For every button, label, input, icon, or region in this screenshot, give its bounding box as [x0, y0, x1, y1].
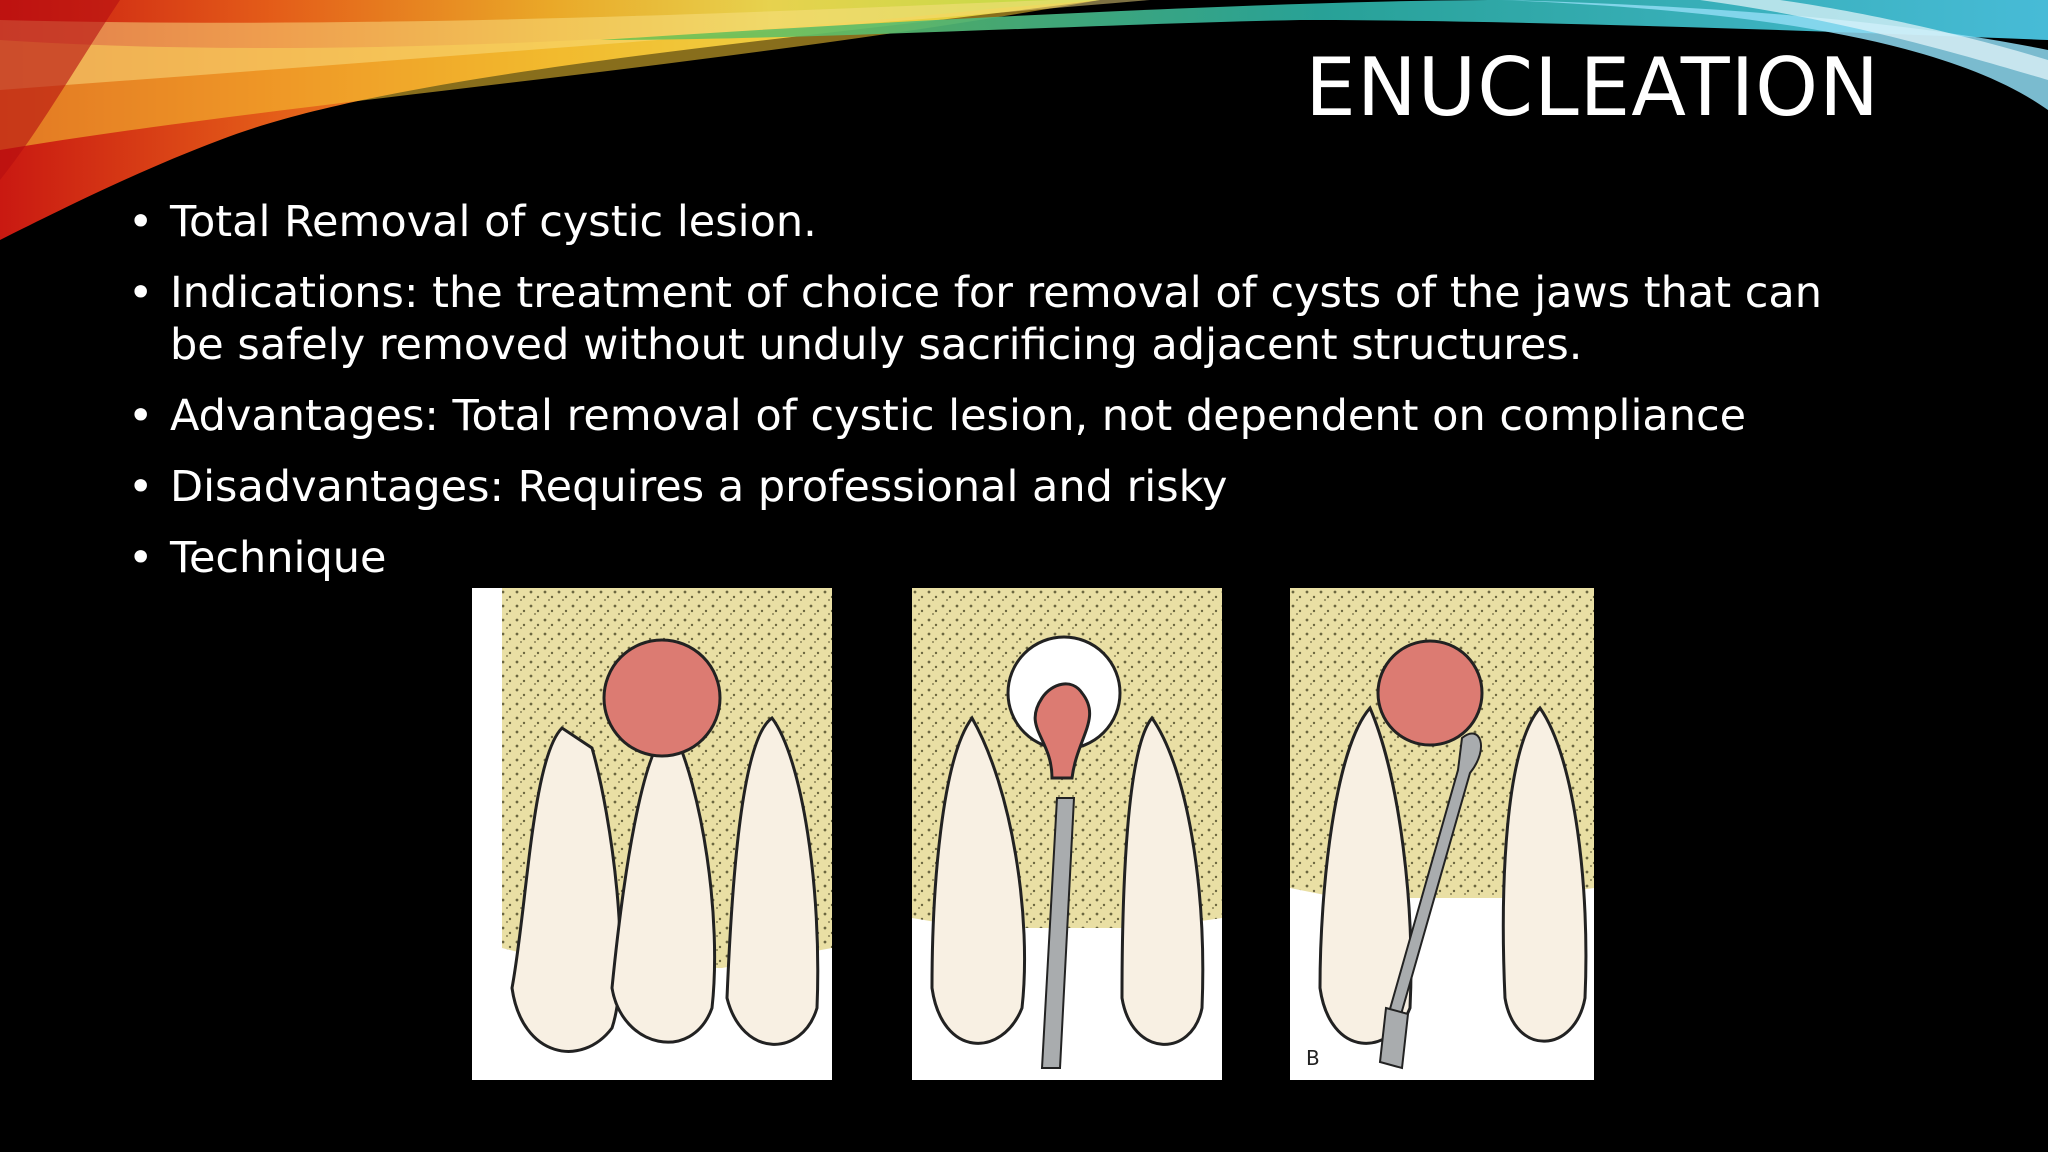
bullet-text: Indications: the treatment of choice for…: [170, 268, 1822, 370]
bullet-marker: •: [128, 197, 154, 247]
illustration-curette-removal: B: [1290, 588, 1594, 1080]
illustration-cyst-in-bone: [472, 588, 832, 1080]
decorative-swoosh-banner: [0, 0, 2048, 240]
figure-label: B: [1306, 1046, 1320, 1070]
bullet-item: • Disadvantages: Requires a professional …: [128, 461, 1828, 513]
bullet-marker: •: [128, 268, 154, 318]
slide-title: ENUCLEATION: [1305, 41, 1880, 134]
bullet-marker: •: [128, 391, 154, 441]
bullet-item: • Total Removal of cystic lesion.: [128, 196, 1828, 248]
bullet-marker: •: [128, 462, 154, 512]
bullet-item: • Technique: [128, 532, 1828, 584]
bullet-item: • Advantages: Total removal of cystic les…: [128, 390, 1828, 442]
bullet-text: Disadvantages: Requires a professional a…: [170, 462, 1228, 512]
bullet-text: Total Removal of cystic lesion.: [170, 197, 817, 247]
bullet-list: • Total Removal of cystic lesion. • Indica…: [128, 196, 1828, 603]
bullet-marker: •: [128, 533, 154, 583]
bullet-item: • Indications: the treatment of choice fo…: [128, 267, 1828, 371]
bullet-text: Advantages: Total removal of cystic lesi…: [170, 391, 1747, 441]
illustration-cyst-being-enucleated: [912, 588, 1222, 1080]
bullet-text: Technique: [170, 533, 387, 583]
